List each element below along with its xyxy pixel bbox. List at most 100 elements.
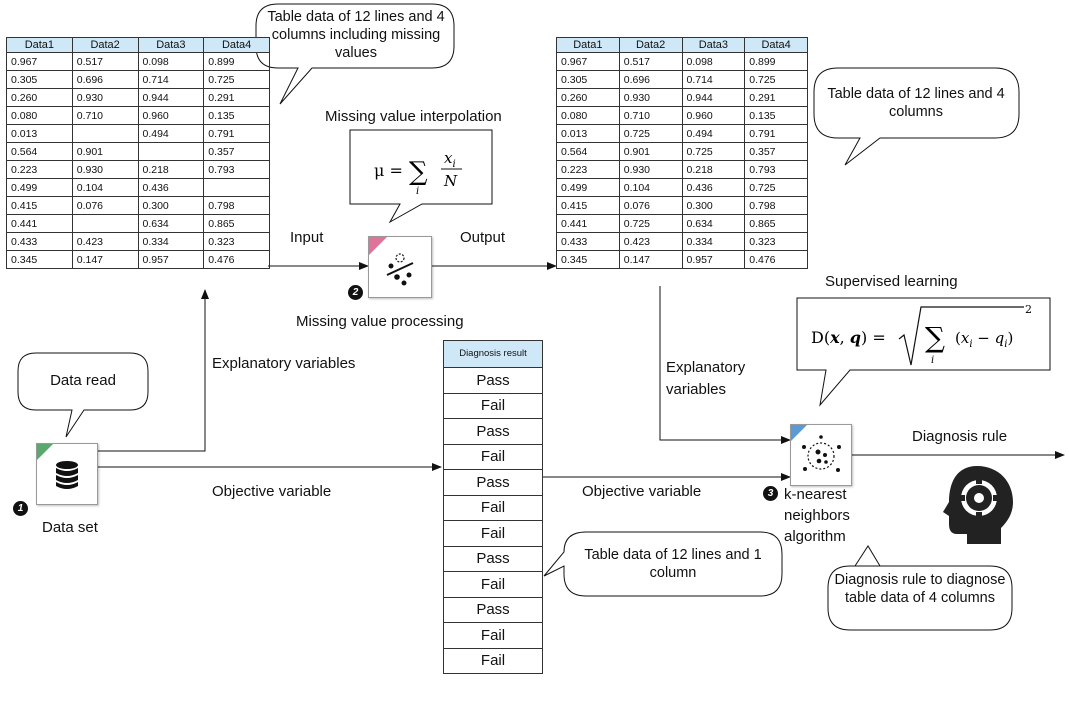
table-cell: 0.960: [137, 106, 205, 125]
table-row: Fail: [443, 520, 543, 547]
table-cell: 0.791: [203, 124, 270, 143]
bubble-input-note-shape: [255, 3, 455, 105]
table-cell: 0.415: [6, 196, 73, 215]
table-cell: 0.357: [744, 142, 808, 161]
svg-text:2: 2: [1025, 303, 1032, 316]
step-number-3: 3: [763, 486, 778, 501]
step-number-2: 2: [348, 285, 363, 300]
table-cell: 0.476: [203, 250, 270, 269]
table-cell: 0.798: [744, 196, 808, 215]
diagnosis-cell: Fail: [443, 392, 543, 419]
table-cell: 0.334: [681, 232, 746, 251]
table-cell: 0.223: [6, 160, 73, 179]
output-table-col-header: Data3: [681, 37, 746, 53]
table-cell: 0.944: [681, 88, 746, 107]
label-output: Output: [460, 229, 506, 246]
label-explanatory-variables-2: Explanatory variables: [666, 359, 746, 398]
table-cell: 0.696: [71, 70, 139, 89]
formula-box-mean-shape: [349, 129, 493, 224]
table-cell: [71, 124, 139, 143]
table-cell: 0.260: [6, 88, 73, 107]
svg-text:∑: ∑: [409, 157, 428, 187]
table-cell: 0.104: [71, 178, 139, 197]
table-cell: 0.725: [618, 124, 683, 143]
label-objective-variable-2: Objective variable: [582, 483, 702, 500]
label-input: Input: [290, 229, 324, 246]
table-cell: 0.865: [744, 214, 808, 233]
label-supervised-learning: Supervised learning: [825, 273, 958, 290]
bubble-output-note: Table data of 12 lines and 4 columns: [827, 86, 1005, 120]
table-row: Fail: [443, 443, 543, 470]
table-cell: 0.930: [71, 88, 139, 107]
diagnosis-cell: Fail: [443, 622, 543, 649]
table-cell: [203, 178, 270, 197]
diagnosis-cell: Fail: [443, 443, 543, 470]
table-row: Fail: [443, 494, 543, 521]
input-table-col-header: Data1: [6, 37, 73, 53]
table-cell: 0.260: [556, 88, 620, 107]
table-cell: 0.323: [744, 232, 808, 251]
table-cell: 0.967: [556, 52, 620, 71]
table-cell: 0.433: [6, 232, 73, 251]
svg-text:i: i: [416, 186, 419, 197]
table-row: Pass: [443, 367, 543, 394]
table-cell: 0.725: [203, 70, 270, 89]
table-row: Fail: [443, 622, 543, 649]
table-cell: 0.098: [137, 52, 205, 71]
table-row: Pass: [443, 596, 543, 623]
input-table-col-header: Data2: [71, 37, 139, 53]
svg-text:(xi − qi): (xi − qi): [955, 329, 1013, 350]
table-cell: 0.334: [137, 232, 205, 251]
bubble-rule-note: Diagnosis rule to diagnose table data of…: [834, 572, 1006, 606]
table-cell: 0.423: [618, 232, 683, 251]
knn-node: [790, 424, 852, 486]
table-cell: 0.305: [556, 70, 620, 89]
table-row: Fail: [443, 647, 543, 674]
table-cell: 0.564: [556, 142, 620, 161]
table-cell: 0.930: [71, 160, 139, 179]
table-cell: 0.494: [681, 124, 746, 143]
formula-box-distance-shape: [796, 297, 1051, 407]
table-cell: 0.300: [137, 196, 205, 215]
cluster-dots-icon: [791, 425, 841, 472]
table-cell: 0.930: [618, 160, 683, 179]
output-table-col-header: Data4: [744, 37, 808, 53]
table-cell: 0.517: [618, 52, 683, 71]
table-cell: 0.791: [744, 124, 808, 143]
step-number-1: 1: [13, 501, 28, 516]
table-cell: 0.564: [6, 142, 73, 161]
diagnosis-cell: Fail: [443, 520, 543, 547]
table-cell: 0.305: [6, 70, 73, 89]
bubble-input-note: Table data of 12 lines and 4 columns inc…: [267, 9, 445, 61]
table-cell: 0.135: [203, 106, 270, 125]
table-cell: 0.433: [556, 232, 620, 251]
table-row: Fail: [443, 571, 543, 598]
table-cell: 0.415: [556, 196, 620, 215]
table-cell: 0.423: [71, 232, 139, 251]
formula-distance: D(x, q) = 2 ∑ i (xi − qi): [811, 303, 1032, 366]
table-cell: 0.710: [71, 106, 139, 125]
table-cell: 0.899: [744, 52, 808, 71]
table-cell: 0.901: [618, 142, 683, 161]
output-table-col-header: Data1: [556, 37, 620, 53]
diagnosis-cell: Fail: [443, 571, 543, 598]
bubble-data-read-shape: [17, 352, 149, 438]
table-cell: 0.865: [203, 214, 270, 233]
table-cell: [137, 142, 205, 161]
table-cell: 0.710: [618, 106, 683, 125]
percent-dots-icon: [369, 237, 414, 286]
